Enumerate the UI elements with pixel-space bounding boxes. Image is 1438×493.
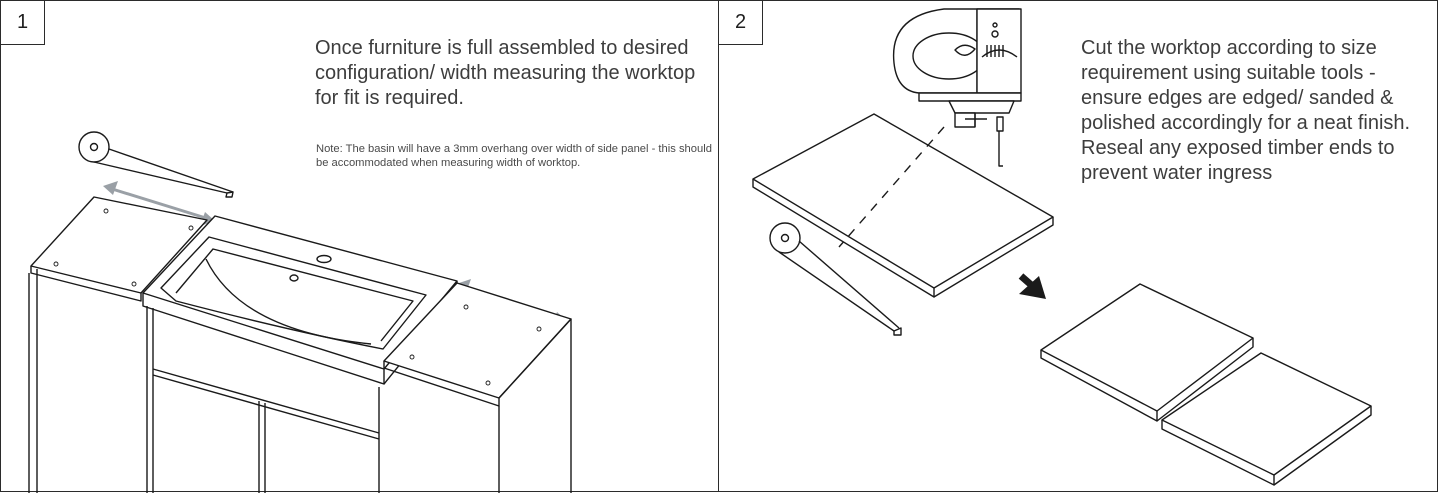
direction-arrow: [1018, 273, 1046, 299]
worktop-cutting-illustration: [752, 8, 1372, 486]
tape-measure-icon: [78, 131, 234, 198]
cut-piece-2: [1161, 352, 1372, 486]
cabinet-measuring-illustration: [28, 131, 572, 493]
step-2-panel: 2 Cut the worktop according to size requ…: [718, 0, 1438, 492]
step-1-panel: 1 Once furniture is full assembled to de…: [0, 0, 719, 493]
step-number: 2: [719, 1, 763, 45]
step-instruction: Cut the worktop according to size requir…: [1081, 37, 1411, 184]
basin-unit: [142, 215, 458, 493]
step-number: 1: [1, 1, 45, 45]
cut-piece-1: [1040, 283, 1254, 422]
tape-measure-icon: [769, 222, 902, 336]
jigsaw-icon: [892, 8, 1022, 167]
left-cabinet: [28, 196, 208, 493]
right-cabinet: [383, 282, 572, 493]
worktop-slab: [752, 113, 1054, 298]
step-instruction: Once furniture is full assembled to desi…: [315, 37, 696, 109]
step-note: Note: The basin will have a 3mm overhang…: [316, 143, 712, 169]
